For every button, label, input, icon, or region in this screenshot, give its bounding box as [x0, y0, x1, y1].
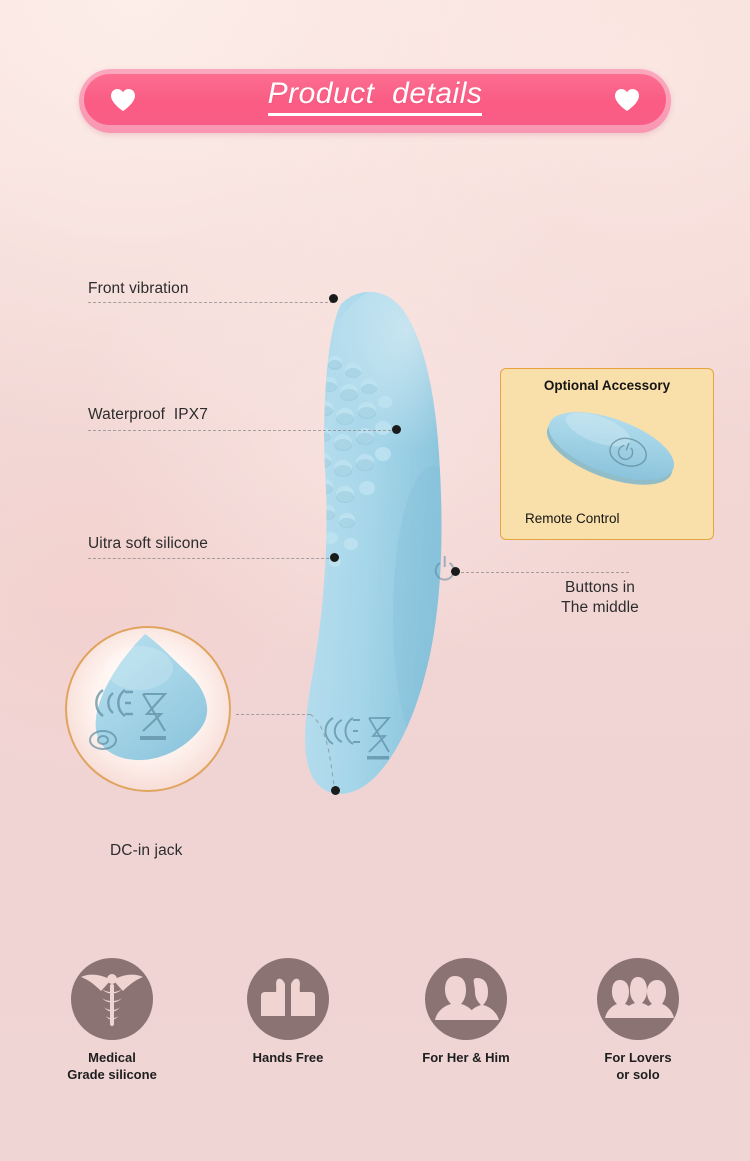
feature-caption: Medical Grade silicone	[67, 1050, 157, 1083]
feature-for-lovers-or-solo: For Lovers or solo	[548, 958, 728, 1083]
callout-ultra-soft-silicone-leader	[88, 558, 334, 559]
dc-in-jack-icon	[89, 730, 117, 750]
magnifier-inset	[65, 626, 231, 792]
feature-caption: Hands Free	[252, 1050, 324, 1065]
callout-front-vibration-leader	[88, 302, 333, 303]
header-banner: Product details	[79, 69, 671, 133]
remote-control-image	[537, 397, 685, 497]
ce-mark-icon	[95, 689, 133, 717]
banner-inner: Product details	[84, 74, 666, 125]
feature-hands-free: Hands Free	[198, 958, 378, 1066]
caduceus-icon	[71, 958, 153, 1040]
feature-medical-grade-silicone: Medical Grade silicone	[22, 958, 202, 1083]
heart-icon	[614, 88, 640, 112]
optional-accessory-box: Optional Accessory Remote	[500, 368, 714, 540]
callout-front-vibration-dot	[329, 294, 338, 303]
feature-for-her-and-him: For Her & Him	[376, 958, 556, 1066]
product-body	[283, 286, 463, 804]
feature-caption: For Lovers or solo	[604, 1050, 672, 1083]
page-title-part2: details	[392, 77, 483, 110]
weee-bin-icon	[140, 692, 168, 740]
two-people-icon	[425, 958, 507, 1040]
callout-buttons-middle-dot	[451, 567, 460, 576]
feature-caption: For Her & Him	[422, 1050, 510, 1065]
page-title-part1: Product	[267, 77, 375, 110]
callout-front-vibration-label: Front vibration	[88, 280, 189, 297]
callout-buttons-middle-line1: Buttons in	[565, 579, 635, 596]
callout-dc-in-jack-label: DC-in jack	[110, 842, 183, 859]
feature-row: Medical Grade silicone Hands Free	[0, 958, 750, 1098]
callout-buttons-middle-line2: The middle	[561, 599, 639, 616]
callout-waterproof-dot	[392, 425, 401, 434]
callout-dc-in-jack-dot	[331, 786, 340, 795]
optional-accessory-title: Optional Accessory	[543, 378, 671, 393]
page-title: Product details	[267, 77, 483, 116]
callout-waterproof-label: Waterproof IPX7	[88, 406, 208, 423]
callout-dc-in-jack-leader-curve	[309, 713, 335, 786]
callout-buttons-middle-leader	[461, 572, 629, 573]
callout-waterproof-leader	[88, 430, 396, 431]
callout-ultra-soft-silicone-label: Uitra soft silicone	[88, 535, 208, 552]
callout-ultra-soft-silicone-dot	[330, 553, 339, 562]
weee-bin-icon	[367, 717, 392, 760]
three-people-icon	[597, 958, 679, 1040]
heart-icon	[110, 88, 136, 112]
thumbs-up-icon	[247, 958, 329, 1040]
callout-dc-in-jack-leader	[236, 714, 310, 715]
ce-mark-icon	[324, 717, 360, 745]
remote-control-caption: Remote Control	[525, 511, 620, 526]
